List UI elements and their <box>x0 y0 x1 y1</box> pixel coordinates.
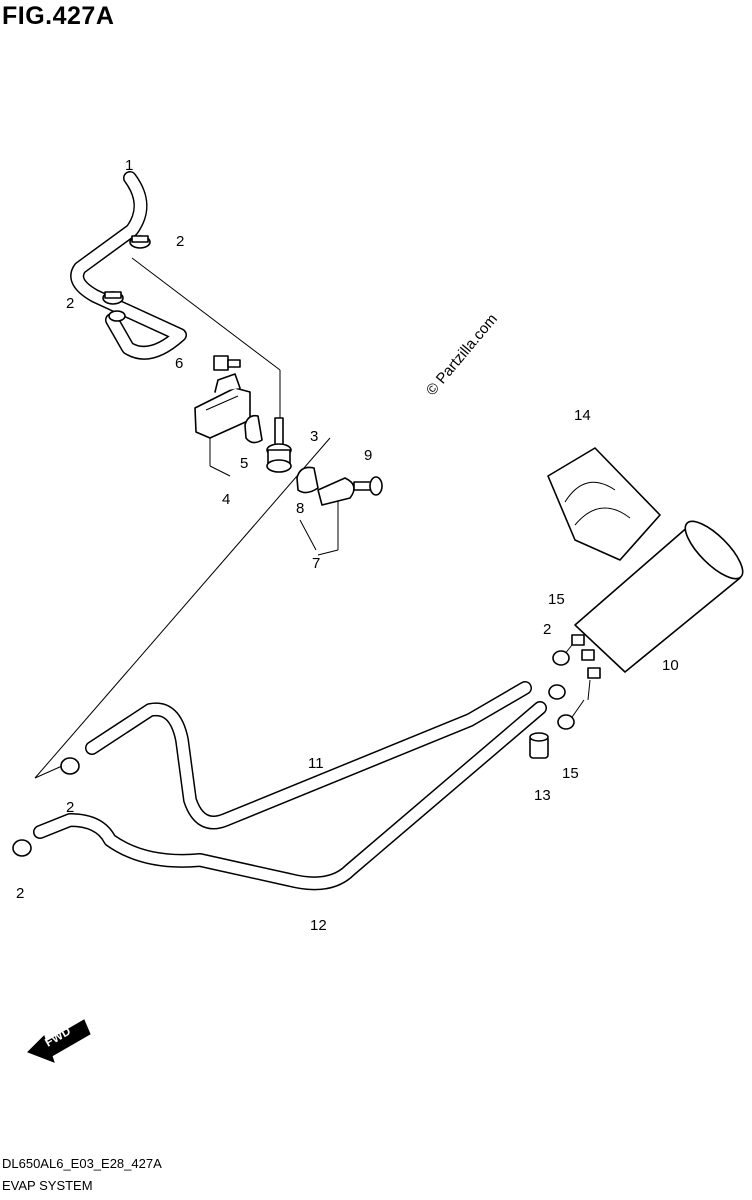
callout-2e: 2 <box>16 885 24 902</box>
callout-2a: 2 <box>176 233 184 250</box>
callout-12: 12 <box>310 917 327 934</box>
hose-11[interactable] <box>85 681 532 830</box>
callout-6: 6 <box>175 355 183 372</box>
callout-2c: 2 <box>543 621 551 638</box>
drawing-code: DL650AL6_E03_E28_427A <box>2 1156 162 1171</box>
cover-14[interactable] <box>547 447 661 561</box>
forward-arrow-icon <box>27 1019 91 1063</box>
callout-10: 10 <box>662 657 679 674</box>
callout-labels: 1 2 2 6 3 5 4 9 8 7 14 15 2 10 15 13 11 … <box>16 157 679 1050</box>
canister-10[interactable] <box>571 513 751 679</box>
bracket-4[interactable] <box>194 373 251 439</box>
clip-5[interactable] <box>244 414 263 444</box>
clamp-8[interactable] <box>296 466 319 494</box>
callout-2d: 2 <box>66 799 74 816</box>
clamp-7[interactable] <box>317 477 355 506</box>
callout-11: 11 <box>308 755 324 772</box>
callout-4: 4 <box>222 491 230 508</box>
cap-13[interactable] <box>529 732 549 759</box>
figure-title: FIG.427A <box>2 2 115 30</box>
callout-3: 3 <box>310 428 318 445</box>
callout-8: 8 <box>296 500 304 517</box>
callout-13: 13 <box>534 787 551 804</box>
clamp-2-hose11[interactable] <box>60 757 80 775</box>
system-name: EVAP SYSTEM <box>2 1178 93 1193</box>
callout-7: 7 <box>312 555 320 572</box>
hose-1[interactable] <box>70 171 187 360</box>
callout-14: 14 <box>574 407 591 424</box>
fitting-3[interactable] <box>266 417 292 473</box>
callout-15b: 15 <box>562 765 579 782</box>
clamp-2-mid[interactable] <box>102 291 124 305</box>
callout-1: 1 <box>125 157 133 174</box>
screw-9[interactable] <box>353 476 383 496</box>
clamp-15-upper[interactable] <box>552 650 570 666</box>
bolt-6[interactable] <box>213 355 241 371</box>
callout-2b: 2 <box>66 295 74 312</box>
clamp-2-hose12[interactable] <box>12 839 32 857</box>
callout-15a: 15 <box>548 591 565 608</box>
callout-9: 9 <box>364 447 372 464</box>
clamp-15-lower[interactable] <box>557 714 575 730</box>
hose-12[interactable] <box>33 701 547 891</box>
clamp-2-upper[interactable] <box>129 235 151 249</box>
callout-5: 5 <box>240 455 248 472</box>
clamp-2-canister[interactable] <box>548 684 566 700</box>
